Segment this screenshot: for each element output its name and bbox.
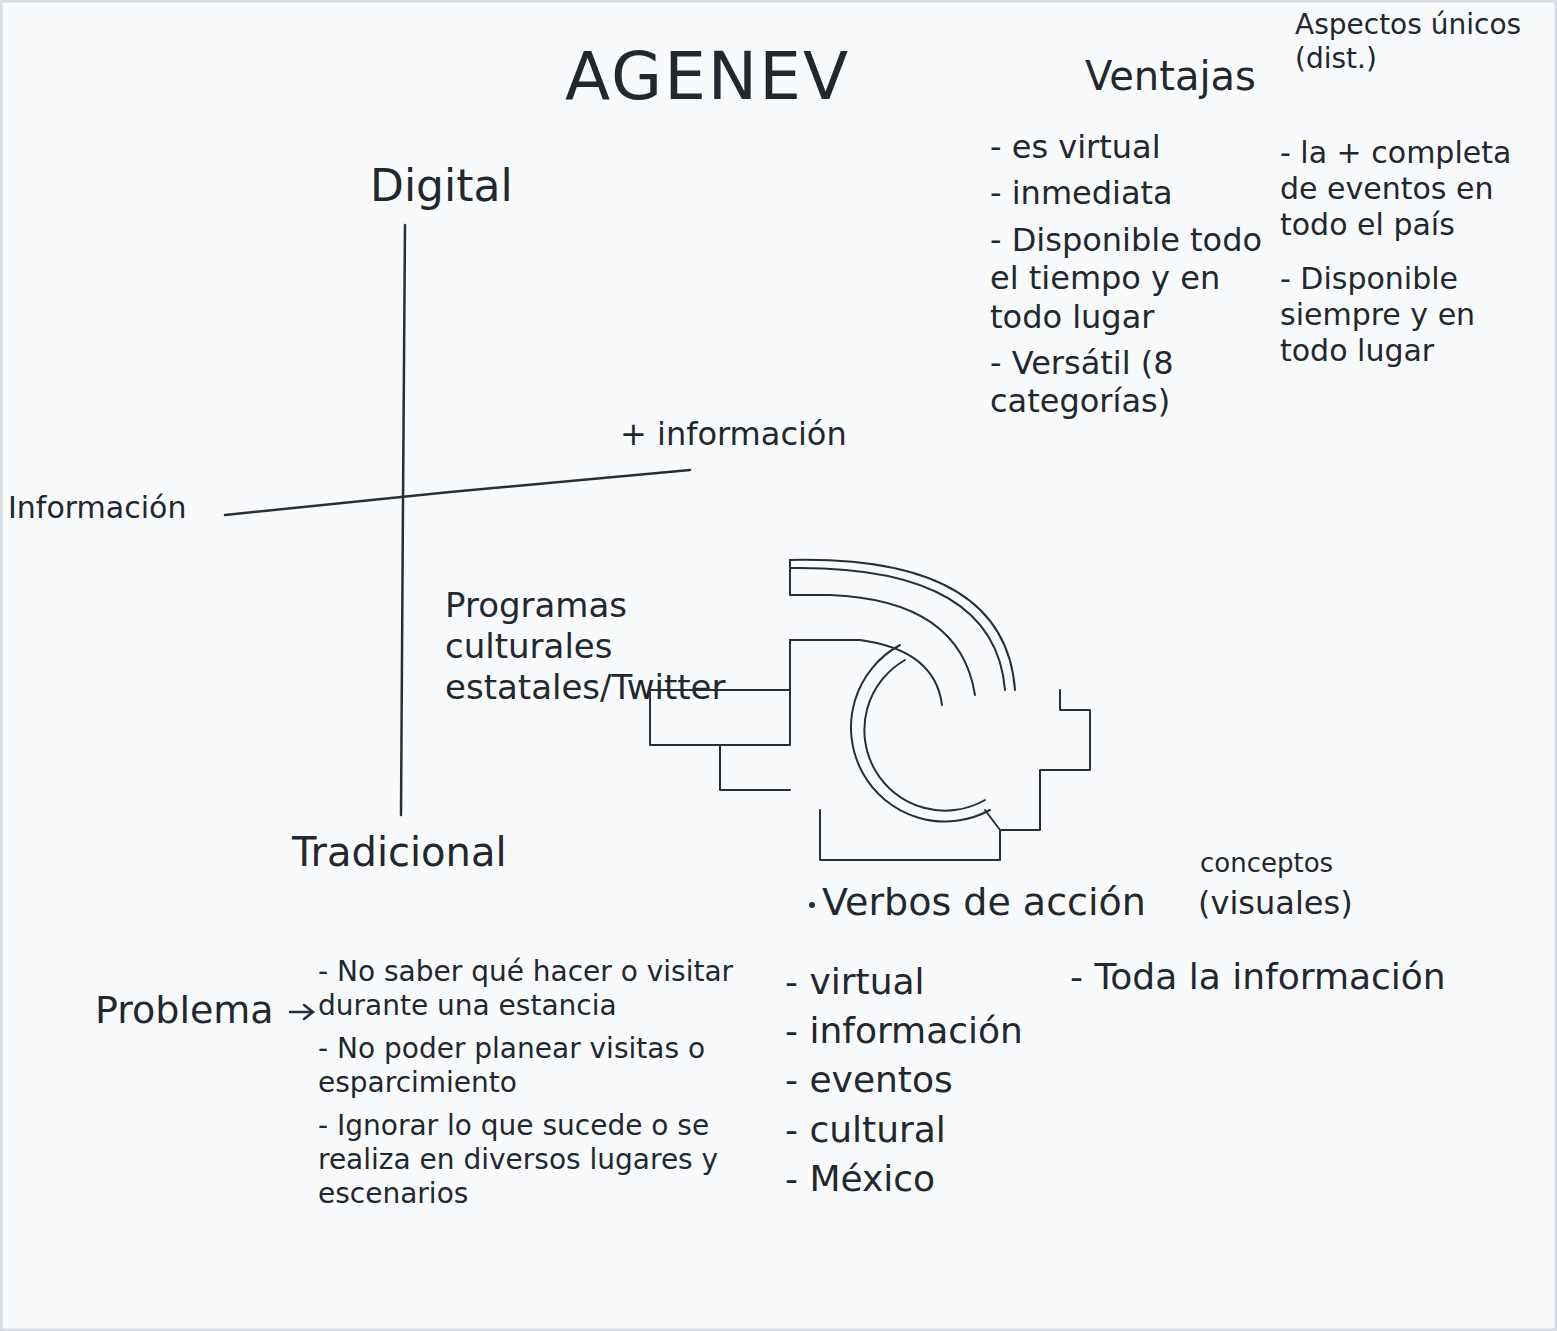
list-item: - cultural <box>785 1108 946 1151</box>
map-note: Programas culturales estatales/Twitter <box>445 585 775 707</box>
list-item: - Disponible todo el tiempo y en todo lu… <box>990 221 1265 336</box>
title: AGENEV <box>565 38 850 115</box>
heading: Ventajas <box>1085 52 1256 100</box>
heading: Problema <box>95 988 274 1034</box>
vertical-axis <box>401 225 405 815</box>
list-item: - Disponible siempre y en todo lugar <box>1280 261 1545 369</box>
list-item: - No poder planear visitas o esparcimien… <box>318 1032 758 1099</box>
list-item: - Versátil (8 categorías) <box>990 344 1265 421</box>
list-item: - inmediata <box>990 174 1265 212</box>
axis-label: Digital <box>370 160 513 213</box>
list-item: - No saber qué hacer o visitar durante u… <box>318 955 758 1022</box>
list-item: - eventos <box>785 1058 953 1101</box>
note: conceptos <box>1200 848 1333 879</box>
list-item: - la + completa de eventos en todo el pa… <box>1280 135 1545 243</box>
list-item: - virtual <box>785 960 925 1003</box>
axis-label: + información <box>620 415 847 453</box>
problem-arrow <box>290 1005 313 1019</box>
list-item: - información <box>785 1009 1023 1052</box>
note: (visuales) <box>1198 884 1353 922</box>
heading: Aspectos únicos (dist.) <box>1295 8 1550 75</box>
horizontal-axis <box>225 470 690 515</box>
axis-label: Información <box>8 490 186 526</box>
list-item: - Ignorar lo que sucede o se realiza en … <box>318 1109 758 1210</box>
list-item: - México <box>785 1157 935 1200</box>
logo-sketch <box>650 560 1090 860</box>
list-item: - Toda la información <box>1070 955 1446 998</box>
heading: Verbos de acción <box>822 880 1146 926</box>
bullet-dot <box>809 902 815 908</box>
axis-label: Tradicional <box>292 828 507 876</box>
list-item: - es virtual <box>990 128 1265 166</box>
